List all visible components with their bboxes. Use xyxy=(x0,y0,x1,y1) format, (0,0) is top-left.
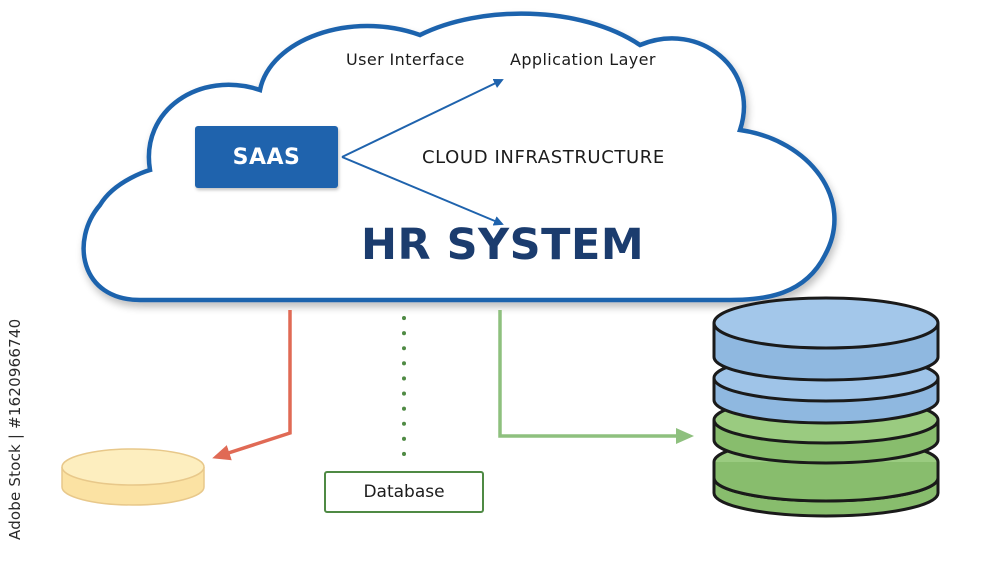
hr-system-title: HR SYSTEM xyxy=(361,220,645,270)
green-connector-arrow xyxy=(498,310,694,444)
saas-to-application-line xyxy=(341,78,504,158)
cloud-shape xyxy=(81,11,837,303)
database-label: Database xyxy=(363,482,445,502)
database-label-box: Database xyxy=(324,471,484,513)
saas-to-hr-system-line xyxy=(341,156,504,226)
red-connector-arrow xyxy=(212,310,292,461)
cloud-infrastructure-label: CLOUD INFRASTRUCTURE xyxy=(422,147,665,168)
application-layer-label: Application Layer xyxy=(510,50,656,69)
disk-icon xyxy=(61,448,205,506)
stacked-database-icon xyxy=(712,296,940,518)
user-interface-label: User Interface xyxy=(346,50,465,69)
saas-label: SAAS xyxy=(232,144,301,170)
saas-box: SAAS xyxy=(195,126,338,188)
stock-watermark: Adobe Stock | #1620966740 xyxy=(6,318,24,540)
